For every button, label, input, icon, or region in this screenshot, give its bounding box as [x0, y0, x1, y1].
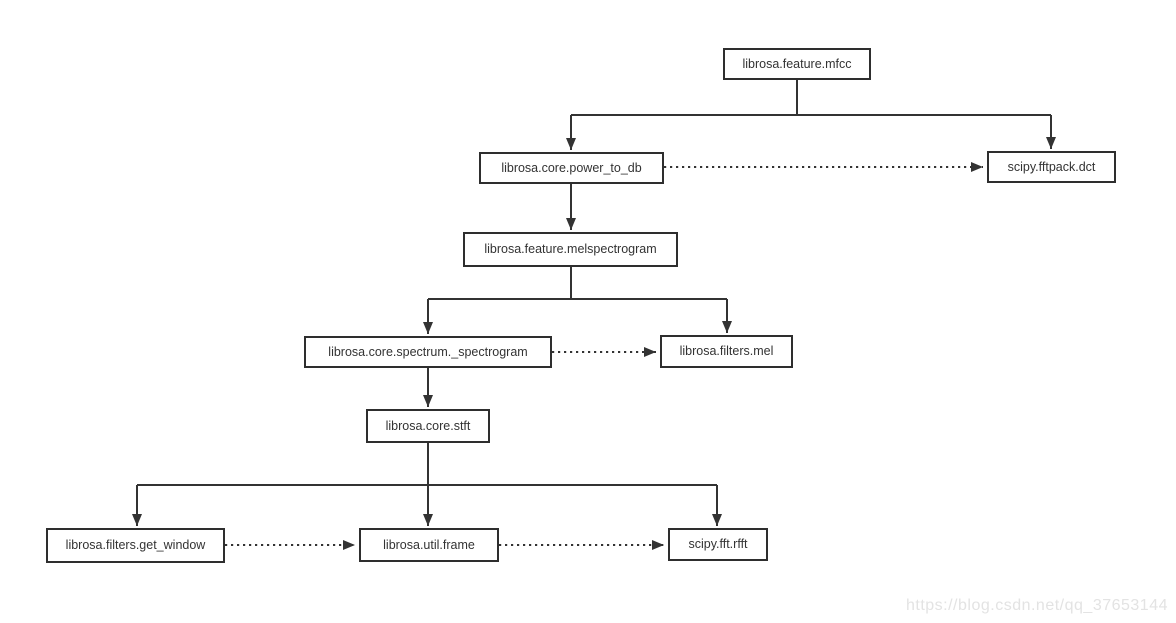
node-librosa-feature-mfcc: librosa.feature.mfcc	[723, 48, 871, 80]
node-librosa-filters-get-window: librosa.filters.get_window	[46, 528, 225, 563]
node-scipy-fft-rfft: scipy.fft.rfft	[668, 528, 768, 561]
node-scipy-fftpack-dct: scipy.fftpack.dct	[987, 151, 1116, 183]
edge-melspectrogram-branch-rail	[428, 267, 727, 300]
node-librosa-core-power-to-db: librosa.core.power_to_db	[479, 152, 664, 184]
watermark: https://blog.csdn.net/qq_37653144	[905, 597, 1168, 614]
node-librosa-util-frame: librosa.util.frame	[359, 528, 499, 562]
node-librosa-feature-melspectrogram: librosa.feature.melspectrogram	[463, 232, 678, 267]
edge-mfcc-branch-rail	[571, 80, 1051, 116]
node-librosa-core-spectrum-spectrogram: librosa.core.spectrum._spectrogram	[304, 336, 552, 368]
node-librosa-filters-mel: librosa.filters.mel	[660, 335, 793, 368]
edge-stft-branch-rail	[137, 443, 717, 486]
node-librosa-core-stft: librosa.core.stft	[366, 409, 490, 443]
